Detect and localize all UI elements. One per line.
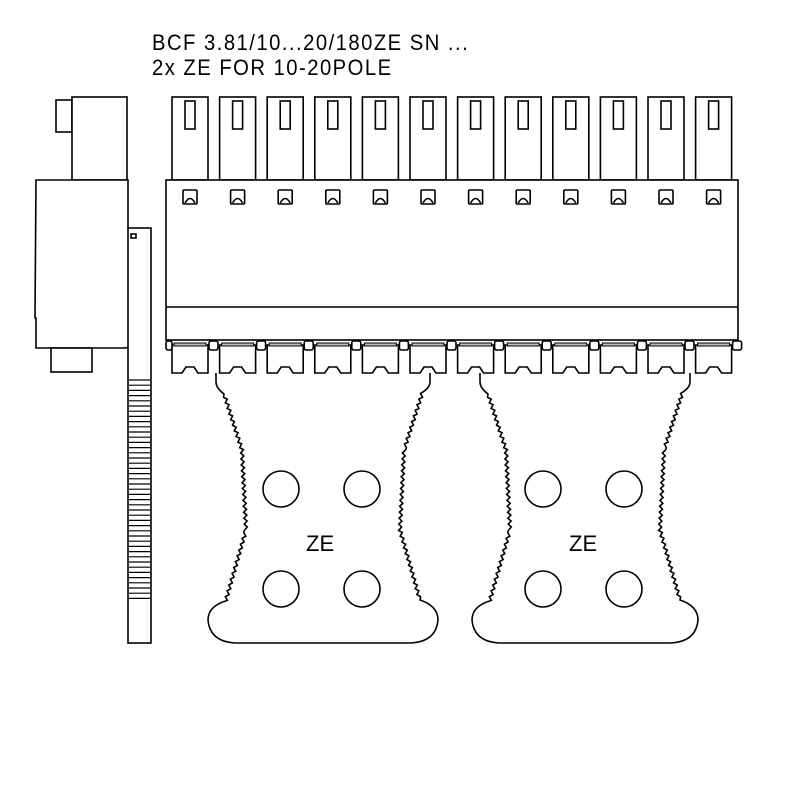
bottom-tab: [647, 344, 685, 374]
pin-slot: [612, 100, 625, 130]
tab-gap-block: [446, 340, 457, 351]
top-pins: [171, 96, 733, 181]
tab-gap-block: [255, 340, 267, 351]
connector-body: [165, 179, 739, 341]
tab-gap-block: [303, 340, 315, 351]
tab-gap-block: [398, 340, 410, 351]
tab-gap-block: [588, 340, 600, 351]
tab-shade: [554, 342, 588, 347]
tab-shade: [459, 342, 493, 347]
side-latch: [130, 233, 137, 239]
drawing-title-line2: 2x ZE FOR 10-20POLE: [152, 55, 393, 80]
tab-gap-block: [731, 340, 743, 351]
bottom-tab: [694, 344, 733, 374]
tab-shade: [268, 342, 302, 347]
bridge-2-outline: [471, 373, 699, 644]
pin-slot: [374, 100, 387, 130]
pin-slot: [184, 100, 196, 130]
tab-gap-block: [165, 340, 173, 351]
tab-gap-block: [541, 340, 553, 351]
tab-gap-block: [493, 340, 505, 351]
bridge-1-hole: [343, 470, 381, 508]
bottom-tab: [314, 344, 352, 374]
screw-arc: [612, 197, 625, 204]
bridge-1-outline: [207, 373, 439, 644]
tab-gap-block: [350, 340, 362, 351]
bottom-tab: [552, 344, 590, 374]
screw-arc: [184, 197, 196, 204]
bottom-tab: [361, 344, 400, 374]
side-view: [34, 96, 152, 644]
top-pin: [361, 96, 400, 181]
bottom-tab: [599, 344, 638, 374]
tab-shade: [697, 342, 731, 347]
bottom-tab: [218, 344, 257, 374]
pin-slot: [279, 100, 292, 130]
bridge-2-hole: [524, 470, 562, 508]
screw-arc: [279, 197, 291, 204]
bridge-1-hole: [262, 570, 300, 608]
pin-slot: [707, 100, 720, 130]
pin-slot: [517, 100, 530, 130]
screw-arc: [565, 197, 577, 204]
tab-shade: [173, 342, 207, 347]
bridge-2-hole: [605, 570, 643, 608]
screw-arc: [422, 197, 434, 204]
bridge-2-hole: [524, 570, 562, 608]
tab-gap-block: [208, 340, 219, 351]
tab-gap-block: [684, 340, 695, 351]
bridge-1-label: ZE: [306, 531, 334, 556]
bottom-tab: [456, 344, 495, 374]
pin-slot: [326, 100, 339, 130]
bottom-tab: [409, 344, 447, 374]
side-rail: [127, 227, 152, 644]
screw-arc: [707, 197, 720, 204]
bottom-tab: [504, 344, 542, 374]
pin-slot: [660, 100, 672, 130]
pin-slot: [469, 100, 482, 130]
screw-arc: [469, 197, 482, 204]
top-pin: [171, 96, 209, 181]
bridge-2-label: ZE: [569, 531, 597, 556]
screw-arc: [327, 197, 339, 204]
tab-shade: [363, 342, 397, 347]
bridge-2-hole: [605, 470, 643, 508]
drawing-title-line1: BCF 3.81/10...20/180ZE SN ...: [152, 30, 470, 55]
side-upper-block: [71, 96, 128, 181]
pin-slot: [231, 100, 244, 130]
connector-front-view: [165, 96, 743, 374]
rail-ribs: [129, 379, 150, 600]
bottom-tab: [171, 344, 209, 374]
ze-bridge-1: ZE: [207, 373, 439, 644]
screw-windows: [182, 189, 722, 205]
tab-shade: [221, 342, 255, 347]
screw-arc: [517, 197, 529, 204]
side-body: [34, 179, 140, 349]
tab-shade: [601, 342, 635, 347]
tab-shade: [506, 342, 540, 347]
side-top-tab: [55, 99, 73, 133]
pin-slot: [564, 100, 577, 130]
tab-shade: [649, 342, 683, 347]
screw-arc: [374, 197, 387, 204]
bridge-1-hole: [343, 570, 381, 608]
pin-slot: [422, 100, 434, 130]
bottom-tabs: [165, 340, 743, 374]
tab-gap-block: [636, 340, 648, 351]
screw-arc: [660, 197, 672, 204]
tab-shade: [316, 342, 350, 347]
bridge-1-hole: [262, 470, 300, 508]
screw-arc: [231, 197, 244, 204]
tab-shade: [411, 342, 445, 347]
side-bottom-block: [50, 347, 93, 373]
ze-bridge-2: ZE: [471, 373, 699, 644]
bottom-tab: [266, 344, 304, 374]
